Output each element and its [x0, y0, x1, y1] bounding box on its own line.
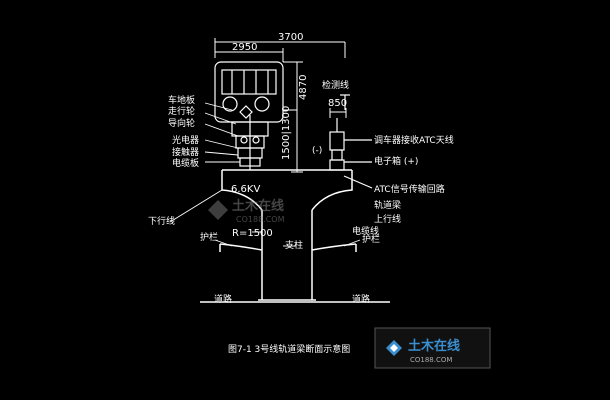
label-zhuxing: 走行轮 [168, 105, 195, 117]
label-hulan-left: 护栏 [200, 231, 218, 243]
center-watermark: 土木在线 CO188.COM [208, 198, 285, 224]
right-equipment [329, 94, 373, 189]
label-luqing-left: 道路 [214, 293, 232, 305]
label-zhizhu: 支柱 [285, 239, 303, 251]
label-minus: (-) [312, 146, 322, 156]
label-daoxiang: 导向轮 [168, 117, 195, 129]
label-cheti: 车地板 [168, 94, 195, 106]
dim-3700: 3700 [278, 32, 303, 43]
figure-caption: 图7-1 3号线轨道梁断面示意图 [228, 343, 350, 355]
label-atc-antenna: 调车器接收ATC天线 [374, 134, 454, 146]
label-guangdian: 光电器 [172, 134, 199, 146]
label-radius: R=1500 [232, 228, 273, 239]
label-gangdu: 轨道梁 [374, 199, 401, 211]
label-shangxing: 上行线 [374, 213, 401, 225]
vehicle [214, 61, 284, 170]
label-voltage: 6.6KV [231, 184, 260, 195]
logo-text: 土木在线 [408, 338, 460, 354]
label-atc-receiver: ATC信号传输回路 [374, 183, 445, 195]
label-dianjiu: 电缆线 [352, 225, 379, 237]
site-logo: 土木在线 CO188.COM [374, 327, 491, 369]
dim-850: 850 [328, 98, 347, 109]
label-jingju: 检测线 [322, 79, 349, 91]
label-luqing-right: 道路 [352, 293, 370, 305]
dim-4870: 4870 [298, 75, 309, 100]
label-hulan-right: 护栏 [362, 233, 380, 245]
watermark-center-sub: CO188.COM [236, 215, 285, 224]
label-dianlan: 电缆板 [172, 157, 199, 169]
leader-lines [169, 102, 361, 247]
dimension-lines [214, 38, 347, 173]
watermark-center-text: 土木在线 [232, 198, 284, 214]
dim-1500-1300: 1500|1300 [281, 106, 292, 160]
label-dianzi: 电子箱 (+) [374, 155, 418, 167]
guideway-beam [200, 169, 390, 303]
label-xiaxing: 下行线 [148, 215, 175, 227]
dim-2950: 2950 [232, 42, 257, 53]
logo-sub: CO188.COM [410, 356, 452, 364]
label-jiechu: 接触器 [172, 146, 199, 158]
